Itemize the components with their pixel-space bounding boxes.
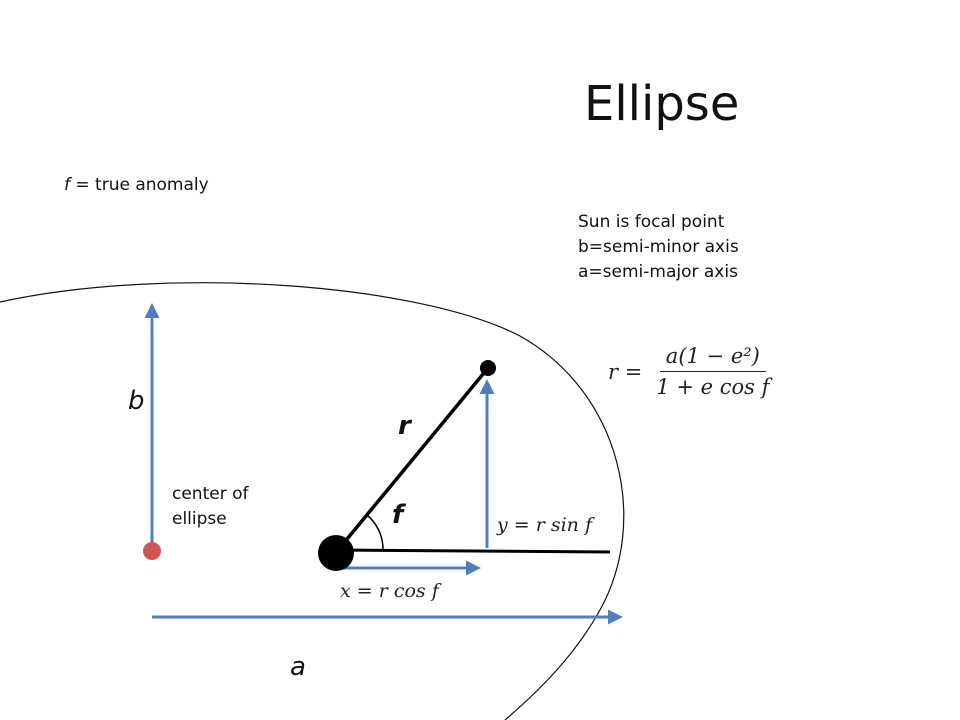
true-anomaly-symbol: f	[64, 175, 70, 195]
center-label-line1: center of	[172, 484, 249, 504]
page-title: Ellipse	[584, 76, 740, 132]
label-b: b	[128, 386, 145, 416]
orbit-equation-numerator: a(1 − e²)	[659, 344, 766, 372]
note-semi-major: a=semi-major axis	[578, 262, 738, 282]
center-dot	[143, 542, 161, 560]
equation-x: x = r cos f	[340, 580, 439, 602]
orbit-equation: r = a(1 − e²) 1 + e cos f	[608, 344, 775, 399]
planet-dot	[480, 360, 496, 376]
center-of-ellipse-label: center of ellipse	[172, 482, 248, 532]
orbit-equation-fraction: a(1 − e²) 1 + e cos f	[650, 344, 775, 399]
orbit-equation-denominator: 1 + e cos f	[656, 375, 770, 399]
note-focal-point: Sun is focal point	[578, 212, 725, 232]
label-r: r	[398, 411, 411, 441]
ellipse-outline	[0, 282, 625, 720]
sun-focus-dot	[318, 535, 354, 571]
radius-vector	[336, 366, 490, 552]
definition-notes: Sun is focal point b=semi-minor axis a=s…	[578, 210, 739, 285]
note-semi-minor: b=semi-minor axis	[578, 237, 739, 257]
label-a: a	[290, 652, 306, 682]
center-label-line2: ellipse	[172, 509, 227, 529]
true-anomaly-note: f = true anomaly	[64, 173, 209, 197]
angle-arc	[366, 514, 384, 552]
periapsis-line	[337, 548, 611, 554]
true-anomaly-text: = true anomaly	[70, 175, 209, 195]
label-f: f	[392, 500, 404, 530]
equation-y: y = r sin f	[497, 514, 592, 536]
orbit-equation-lhs: r =	[608, 359, 643, 384]
